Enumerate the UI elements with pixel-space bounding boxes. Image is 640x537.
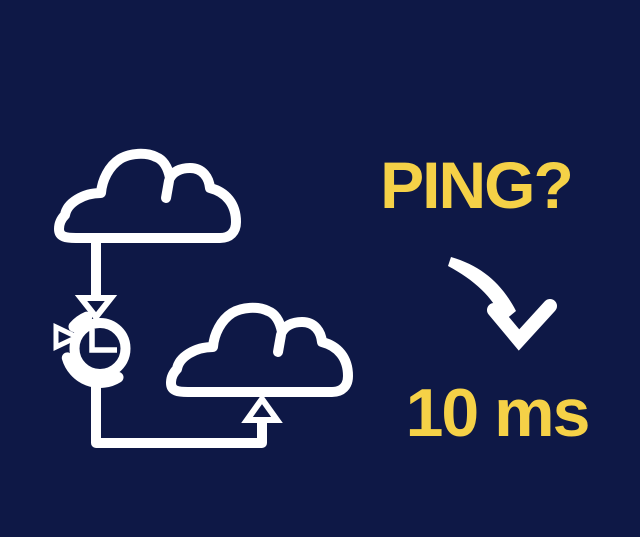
- swoosh-arc-lower: [61, 352, 124, 388]
- cloud-icon: [171, 308, 348, 392]
- history-clock-icon: [53, 311, 131, 388]
- return-connector: [91, 373, 283, 448]
- clock-hands: [89, 329, 117, 353]
- latency-value-label: 10 ms: [405, 375, 591, 451]
- curved-arrow-tail: [448, 257, 516, 321]
- swoosh-arrowhead-icon: [53, 323, 83, 351]
- down-connector: [74, 239, 118, 322]
- up-arrowhead-icon: [241, 393, 283, 423]
- curved-arrow-head: [487, 299, 557, 351]
- cloud-icon: [59, 154, 236, 238]
- down-arrowhead-icon: [74, 295, 118, 322]
- connector-line: [91, 373, 267, 448]
- curved-arrow-icon: [448, 257, 557, 351]
- ping-label: PING?: [380, 148, 574, 222]
- swoosh-arc-upper: [68, 311, 93, 333]
